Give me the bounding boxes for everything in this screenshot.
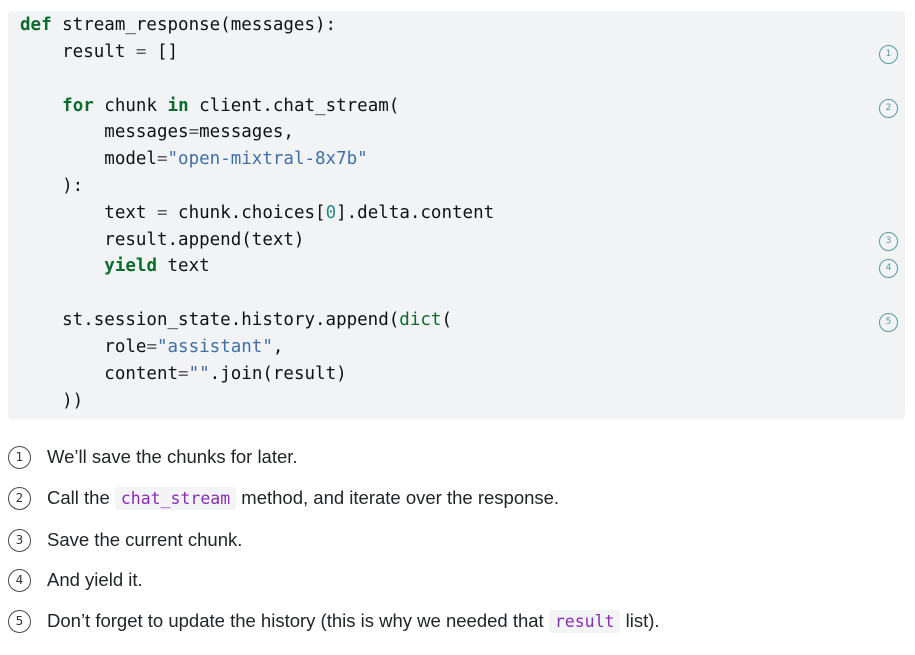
code-block: def stream_response(messages): result = … [8, 11, 905, 419]
code-line-5: messages=messages, [20, 122, 294, 142]
code-annotation-marker-5[interactable]: 5 [879, 313, 898, 332]
code-line-4: for chunk in client.chat_stream( [62, 96, 400, 116]
annotation-number[interactable]: 2 [8, 486, 31, 510]
code-line-7: ): [20, 176, 84, 196]
code-annotation-marker-2[interactable]: 2 [879, 99, 898, 118]
annotation-number[interactable]: 4 [8, 568, 31, 592]
annotation-text: Call the chat_stream method, and iterate… [47, 487, 560, 510]
code-annotation-marker-1[interactable]: 1 [879, 45, 898, 64]
code-line-2: result = [] [20, 42, 179, 62]
annotation-item-4: 4 And yield it. [8, 566, 143, 594]
code-line-1: def stream_response(messages): [20, 15, 337, 35]
code-line-6: model="open-mixtral-8x7b" [20, 149, 368, 169]
annotation-item-1: 1 We’ll save the chunks for later. [8, 443, 298, 471]
code-line-15: )) [20, 391, 84, 411]
code-line-14: content="".join(result) [20, 364, 347, 384]
annotation-text: Save the current chunk. [47, 529, 243, 550]
annotation-number[interactable]: 1 [8, 445, 31, 469]
inline-code: result [548, 610, 621, 633]
annotation-number[interactable]: 3 [8, 528, 31, 552]
annotation-item-5: 5 Don’t forget to update the history (th… [8, 607, 660, 635]
annotation-text: We’ll save the chunks for later. [47, 446, 298, 467]
annotation-number[interactable]: 5 [8, 609, 31, 633]
code-line-13: role="assistant", [20, 337, 284, 357]
code-line-9: result.append(text) [20, 230, 305, 250]
annotation-text: And yield it. [47, 569, 143, 590]
annotation-item-3: 3 Save the current chunk. [8, 526, 242, 554]
annotation-text: Don’t forget to update the history (this… [47, 610, 660, 633]
code-line-12: st.session_state.history.append(dict( [20, 310, 452, 330]
code-line-8: text = chunk.choices[0].delta.content [20, 203, 495, 223]
inline-code: chat_stream [114, 487, 237, 510]
code-annotation-marker-3[interactable]: 3 [879, 232, 898, 251]
annotation-item-2: 2 Call the chat_stream method, and itera… [8, 484, 559, 512]
code-line-10: yield text [104, 256, 210, 276]
code-annotation-marker-4[interactable]: 4 [879, 259, 898, 278]
